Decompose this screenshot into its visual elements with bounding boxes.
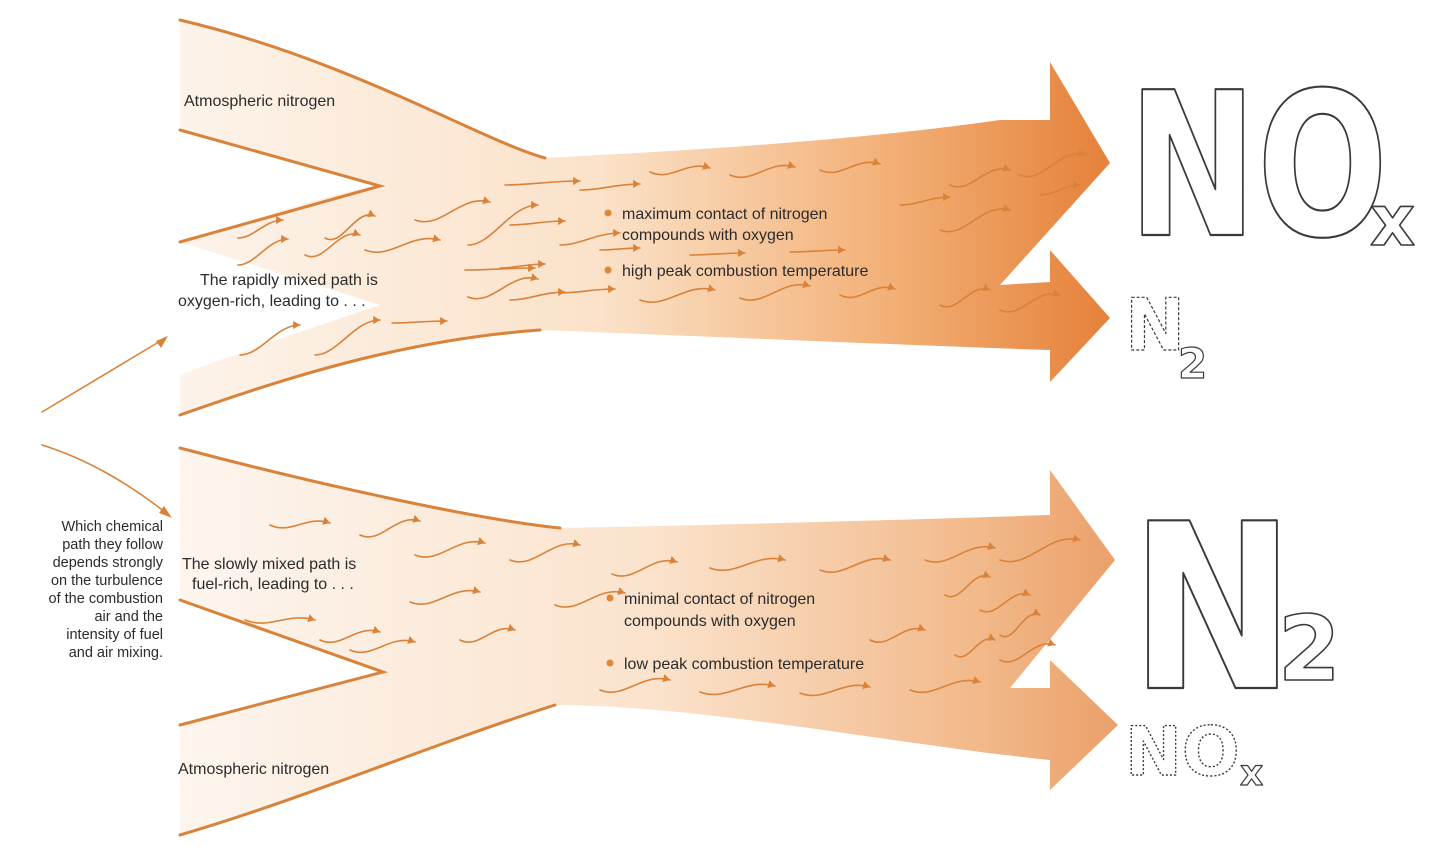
side-note-line-5: of the combustion xyxy=(49,591,163,607)
side-note-line-4: on the turbulence xyxy=(51,573,163,589)
side-note-line-6: air and the xyxy=(94,609,163,625)
bottom-bullet-1-line1: minimal contact of nitrogen xyxy=(624,591,815,608)
bottom-bullet-dot-2 xyxy=(607,660,614,667)
bottom-major-product: N 2 xyxy=(1130,476,1341,743)
branch-arrows xyxy=(42,336,172,518)
top-major-product-main: NO xyxy=(1128,50,1388,283)
bottom-source-label: Atmospheric nitrogen xyxy=(178,761,329,778)
bottom-intro-line2: fuel-rich, leading to . . . xyxy=(192,576,354,593)
top-bullet-1-line1: maximum contact of nitrogen xyxy=(622,206,827,223)
bottom-bullet-1-line2: compounds with oxygen xyxy=(624,613,796,630)
bottom-bullet-dot-1 xyxy=(607,595,614,602)
top-major-product: NO x xyxy=(1128,50,1415,283)
flow-arrowhead xyxy=(293,321,300,329)
top-major-product-sub: x xyxy=(1370,180,1415,262)
top-bullet-dot-2 xyxy=(605,267,612,274)
side-note-line-2: path they follow xyxy=(62,537,163,553)
bottom-minor-product-main: NO xyxy=(1125,713,1240,792)
side-note-line-8: and air mixing. xyxy=(69,645,163,661)
bottom-major-product-main: N xyxy=(1130,476,1295,743)
top-bullet-1-line2: compounds with oxygen xyxy=(622,227,794,244)
bottom-minor-product-sub: x xyxy=(1240,753,1263,794)
top-bullet-dot-1 xyxy=(605,210,612,217)
side-note-line-3: depends strongly xyxy=(53,555,164,571)
top-bullet-2-line1: high peak combustion temperature xyxy=(622,263,868,280)
branch-arrow-up xyxy=(42,340,162,412)
side-note: Which chemical path they follow depends … xyxy=(49,519,164,661)
top-minor-product-main: N xyxy=(1125,283,1185,367)
top-intro-line1: The rapidly mixed path is xyxy=(200,272,378,289)
top-minor-product: N 2 xyxy=(1125,283,1207,388)
branch-arrow-down xyxy=(42,445,165,512)
top-source-label: Atmospheric nitrogen xyxy=(184,93,335,110)
bottom-major-product-sub: 2 xyxy=(1278,597,1341,702)
bottom-intro-line1: The slowly mixed path is xyxy=(182,556,356,573)
side-note-line-7: intensity of fuel xyxy=(66,627,163,643)
bottom-bullet-2-line1: low peak combustion temperature xyxy=(624,656,864,673)
top-intro-line2: oxygen-rich, leading to . . . xyxy=(178,293,366,310)
side-note-line-1: Which chemical xyxy=(61,519,163,535)
top-minor-product-sub: 2 xyxy=(1178,339,1207,388)
